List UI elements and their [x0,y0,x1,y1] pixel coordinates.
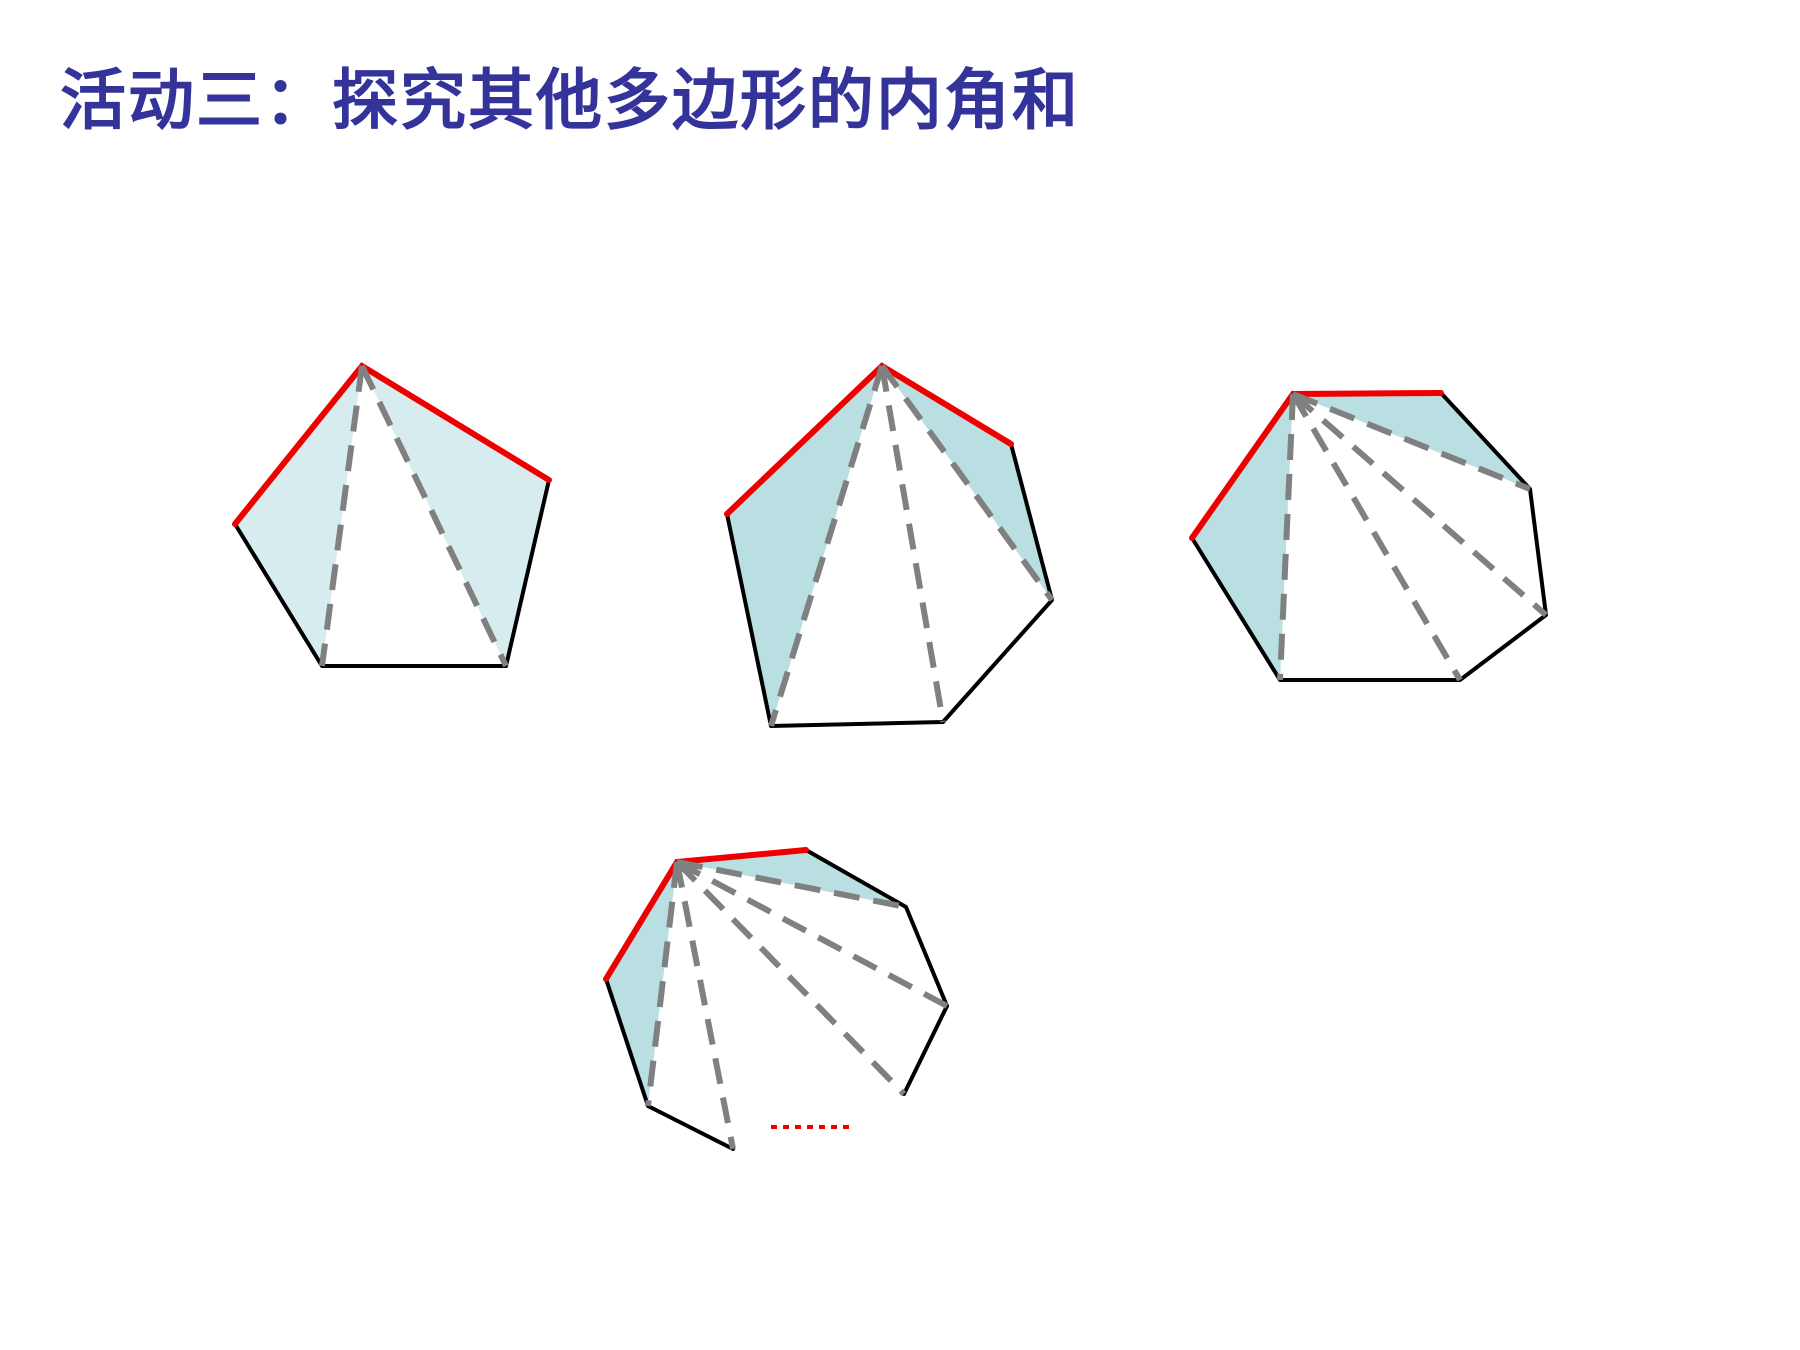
pentagon-diagonal-1 [319,365,365,667]
heptagon-diagonal-2 [1290,392,1463,682]
pentagon-diagonal-2 [359,364,509,668]
heptagon-fill-left [1192,394,1293,680]
octagon-edges-right [804,848,949,1096]
hexagon-diagonal-3 [879,364,1055,602]
heptagon-figure [1189,390,1548,682]
pentagon-edges [233,478,551,668]
octagon-figure [603,847,949,1151]
hexagon-figure [724,362,1055,728]
octagon-diagonal-2 [674,861,736,1150]
hexagon-diagonal-1 [768,365,885,727]
slide-title: 活动三：探究其他多边形的内角和 [60,62,1080,139]
octagon-diagonal-1 [645,861,680,1107]
pentagon-fill-right [362,366,549,666]
heptagon-diagonal-4 [1291,391,1532,492]
octagon-diagonal-4 [675,859,949,1009]
hexagon-fill-left [727,366,882,726]
hexagon-diagonal-2 [879,365,946,723]
heptagon-diagonal-3 [1291,391,1548,618]
octagon-fill-left [606,862,677,1106]
heptagon-diagonal-1 [1277,393,1296,681]
octagon-diagonal-3 [674,859,907,1097]
pentagon-fill-left [235,366,362,666]
pentagon-figure [232,362,552,668]
heptagon-edges [1190,391,1548,682]
